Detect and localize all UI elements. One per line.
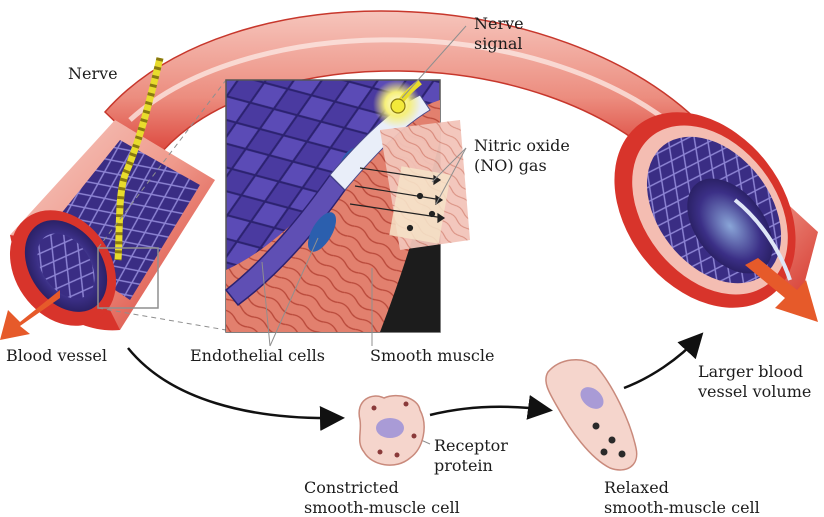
constricted-cell-label-line2: smooth-muscle cell <box>304 498 460 517</box>
relaxed-cell-label-line2: smooth-muscle cell <box>604 498 760 517</box>
arrow-relaxed-to-larger <box>624 336 700 388</box>
larger-volume-label-line2: vessel volume <box>698 382 811 401</box>
larger-volume-label-line1: Larger blood <box>698 362 803 381</box>
constricted-cell-label-line1: Constricted <box>304 478 399 497</box>
nerve-signal-label-line1: Nerve <box>474 14 524 33</box>
magnified-inset <box>226 80 470 332</box>
receptor-protein-label-line2: protein <box>434 456 493 475</box>
constricted-smooth-muscle-cell <box>359 396 424 465</box>
endothelial-cells-label: Endothelial cells <box>190 346 325 365</box>
receptor-protein-label-line1: Receptor <box>434 436 508 455</box>
nerve-label: Nerve <box>68 64 118 83</box>
relaxed-cell-label-line1: Relaxed <box>604 478 669 497</box>
arrow-constricted-to-relaxed <box>430 407 548 415</box>
nerve-terminal <box>391 99 405 113</box>
nitric-oxide-label-line2: (NO) gas <box>474 156 547 175</box>
smooth-muscle-label: Smooth muscle <box>370 346 494 365</box>
nerve-signal-label-line2: signal <box>474 34 523 53</box>
relaxed-smooth-muscle-cell <box>546 360 637 470</box>
blood-vessel-label: Blood vessel <box>6 346 107 365</box>
nitric-oxide-label-line1: Nitric oxide <box>474 136 570 155</box>
